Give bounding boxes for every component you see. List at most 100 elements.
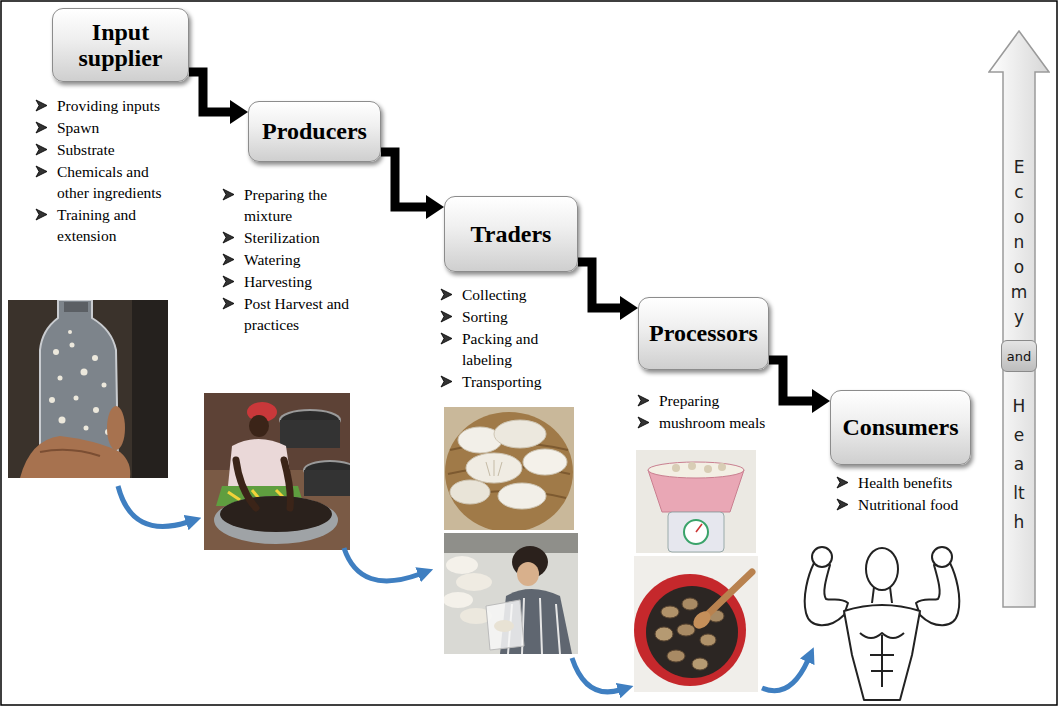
scale-photo <box>672 464 680 472</box>
bullet-marker <box>36 144 47 155</box>
bullet-marker <box>36 122 47 133</box>
bullet-marker <box>222 188 235 201</box>
cooking-pan-photo <box>661 606 679 618</box>
packing-photo <box>486 600 524 650</box>
cooking-pan-photo <box>706 572 752 616</box>
flow-arrow <box>578 262 620 308</box>
producer-photo <box>204 393 350 550</box>
scale-photo <box>684 520 708 544</box>
bullet-item: Collecting <box>440 284 572 305</box>
packing-photo <box>494 620 514 632</box>
bullet-item: Training and extension <box>35 204 175 246</box>
spawn-bottle-photo <box>49 397 55 403</box>
mushroom-basket-photo <box>450 480 490 504</box>
bullet-item: Preparing the mixture <box>222 184 364 226</box>
cooking-pan-photo <box>682 598 698 610</box>
bullet-marker <box>836 498 849 511</box>
bullet-marker <box>35 208 48 221</box>
bullet-marker <box>637 394 650 407</box>
bullet-marker <box>440 332 453 345</box>
bullet-marker <box>441 311 452 322</box>
bullet-text: Providing inputs <box>57 95 175 116</box>
flow-curve <box>344 548 420 581</box>
bullet-text: Preparing the mixture <box>244 184 364 226</box>
scale-photo <box>636 450 756 553</box>
bullet-text: Training and extension <box>57 204 175 246</box>
flow-arrow <box>769 360 812 401</box>
bullet-marker <box>36 166 47 177</box>
cooking-pan-photo <box>690 608 714 632</box>
bullet-marker <box>223 189 234 200</box>
bullet-marker <box>836 476 849 489</box>
process-box: Consumers <box>830 390 971 465</box>
bullet-text: mushroom meals <box>659 412 779 433</box>
bullet-item: Providing inputs <box>35 95 175 116</box>
flow-curve <box>118 486 188 527</box>
box-title: Input supplier <box>59 19 182 72</box>
bullet-marker <box>222 297 235 310</box>
flow-curve <box>762 660 808 691</box>
bullet-item: mushroom meals <box>637 412 779 433</box>
muscle-figure <box>916 563 959 625</box>
bullet-marker <box>35 99 48 112</box>
bullet-marker <box>223 254 234 265</box>
tag-text: and <box>1007 349 1031 364</box>
box-title: Traders <box>471 221 552 247</box>
bullet-marker <box>36 100 47 111</box>
bullet-item: Sorting <box>440 306 572 327</box>
bullet-item: Spawn <box>35 117 175 138</box>
spawn-bottle-photo <box>92 355 98 361</box>
bullet-item: Substrate <box>35 139 175 160</box>
scale-photo <box>668 512 724 552</box>
bullet-marker <box>441 289 452 300</box>
bullet-marker <box>35 165 48 178</box>
box-title: Producers <box>262 118 367 144</box>
flow-arrow <box>381 152 426 207</box>
cooking-pan-photo <box>634 556 758 692</box>
spawn-bottle-photo <box>132 300 168 478</box>
bullet-marker <box>441 333 452 344</box>
bullet-text: Post Harvest and practices <box>244 293 364 335</box>
packing-photo <box>456 573 492 591</box>
bullet-list: CollectingSortingPacking and labelingTra… <box>440 284 572 393</box>
bullet-text: Sorting <box>462 306 572 327</box>
axis-arrow: EconomyHealthand <box>988 30 1050 608</box>
bullet-marker <box>223 298 234 309</box>
muscle-figure <box>812 547 832 567</box>
muscle-figure <box>805 547 960 700</box>
spawn-bottle-photo <box>8 300 168 478</box>
scale-photo <box>718 463 726 471</box>
spawn-bottle-photo <box>59 417 66 424</box>
bullet-text: Harvesting <box>244 271 364 292</box>
bullet-marker <box>638 417 649 428</box>
spawn-bottle-photo <box>40 450 100 456</box>
bullet-marker <box>837 477 848 488</box>
bullet-marker <box>223 276 234 287</box>
bullet-marker <box>638 395 649 406</box>
bullet-item: Transporting <box>440 371 572 392</box>
bullet-text: Sterilization <box>244 227 364 248</box>
bullet-marker <box>35 143 48 156</box>
cooking-pan-photo <box>692 658 708 670</box>
bullet-text: Nutritional food <box>858 494 988 515</box>
producer-photo <box>280 420 340 448</box>
axis-word: Economy <box>1011 155 1028 330</box>
bullet-marker <box>222 275 235 288</box>
muscle-figure <box>866 548 898 590</box>
spawn-bottle-photo <box>68 330 72 334</box>
muscle-figure <box>844 605 920 700</box>
bullet-marker <box>837 499 848 510</box>
mushroom-basket-photo <box>486 460 502 476</box>
scale-photo <box>704 465 712 473</box>
bullet-list: Preparingmushroom meals <box>637 390 779 434</box>
producer-photo <box>220 496 332 532</box>
muscle-figure <box>805 563 848 625</box>
bullet-item: Chemicals and other ingredients <box>35 161 175 203</box>
cooking-pan-photo <box>655 627 673 641</box>
spawn-bottle-photo <box>81 369 88 376</box>
process-box: Producers <box>248 101 381 162</box>
bullet-item: Nutritional food <box>836 494 988 515</box>
bullet-item: Packing and labeling <box>440 328 572 370</box>
packing-photo <box>444 533 578 654</box>
